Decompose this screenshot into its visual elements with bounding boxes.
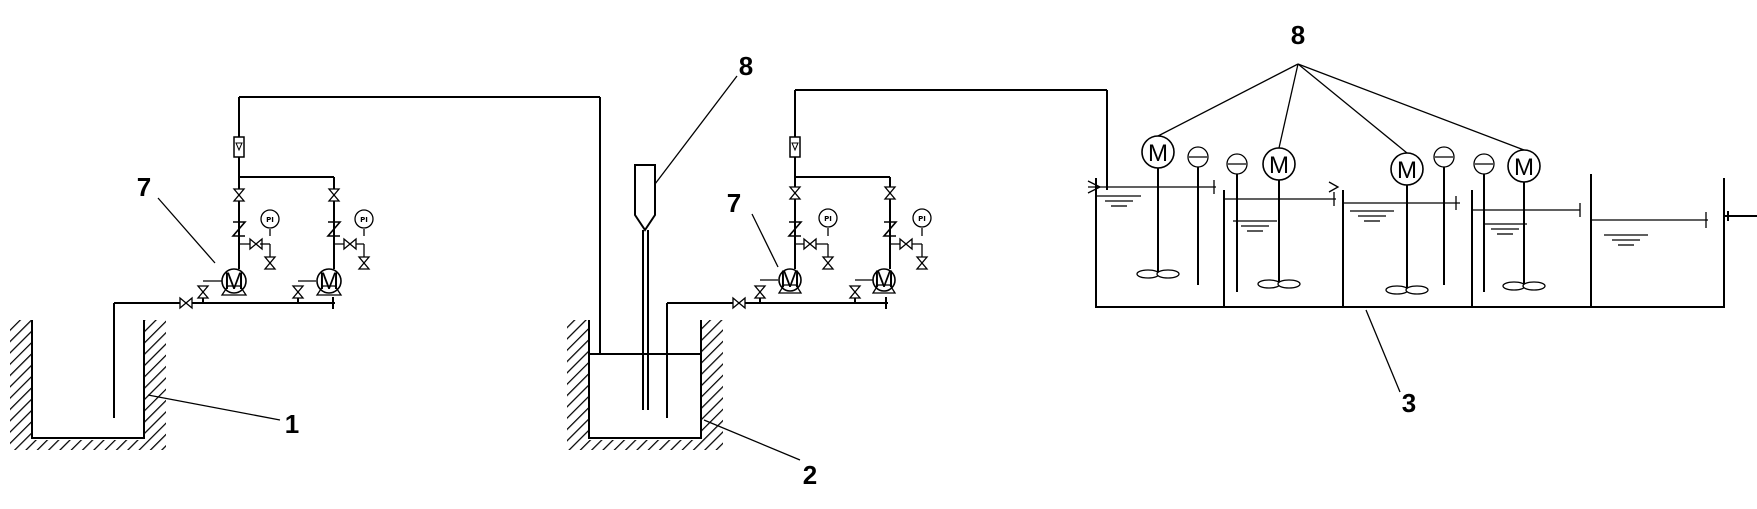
motor-symbol: M: [874, 266, 894, 293]
motor-symbol: M: [1148, 140, 1168, 167]
pressure-indicator: PI: [360, 216, 368, 224]
instrument-probe: [1187, 146, 1209, 285]
instrument-probe: [1433, 146, 1455, 285]
mixer-leader-lines: [1157, 63, 1525, 154]
motor-symbol: M: [1269, 152, 1289, 179]
reactor-train: M M M M: [1087, 135, 1757, 393]
pressure-indicator: PI: [918, 215, 926, 223]
label-tank-1: 1: [285, 409, 299, 439]
instrument-probe: [1473, 153, 1495, 292]
motor-symbol: M: [224, 268, 244, 295]
motor-symbol: M: [319, 268, 339, 295]
label-tank-2: 2: [803, 460, 817, 490]
instrument-probe: [1226, 153, 1248, 292]
motor-symbol: M: [1397, 157, 1417, 184]
label-reactor: 3: [1402, 388, 1416, 418]
motor-symbol: M: [780, 266, 800, 293]
tank-2: [567, 303, 801, 461]
pump-skid-middle: M M PI PI: [667, 89, 1108, 309]
dosing-funnel: [634, 75, 738, 410]
pressure-indicator: PI: [824, 215, 832, 223]
pump-skid-left: M M PI PI: [114, 96, 601, 354]
label-dosing: 8: [739, 51, 753, 81]
label-pump-middle: 7: [727, 188, 741, 218]
pressure-indicator: PI: [266, 216, 274, 224]
label-pump-left: 7: [137, 172, 151, 202]
tank-1: [10, 303, 281, 450]
motor-symbol: M: [1514, 154, 1534, 181]
label-mixers: 8: [1291, 20, 1305, 50]
